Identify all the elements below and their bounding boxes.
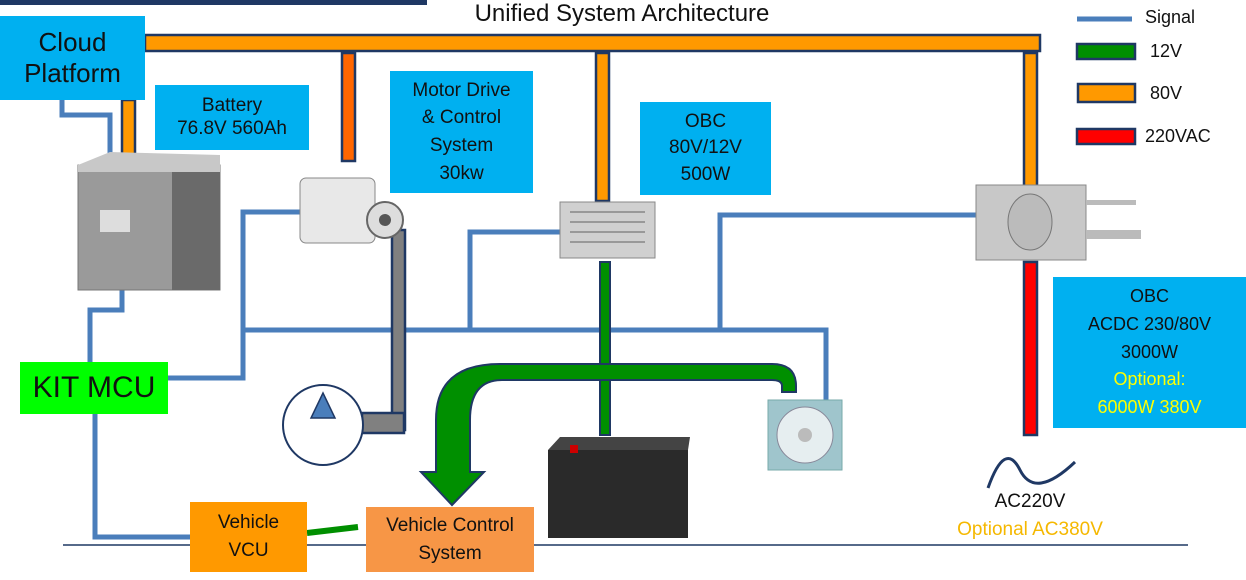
signal-lines (59, 100, 976, 540)
diagram-title: Unified System Architecture (474, 0, 770, 27)
ac380v-optional-label: Optional AC380V (957, 519, 1103, 540)
obc-500w-box: OBC 80V/12V 500W (640, 102, 771, 195)
cooling-fan-image (767, 399, 843, 471)
box-line: 30kw (439, 162, 484, 184)
ac-sine-icon (986, 457, 1077, 489)
box-line: & Control (421, 107, 502, 129)
obc-500w-image (559, 201, 656, 259)
box-line: VCU (228, 540, 269, 561)
80v-bus (120, 33, 1042, 203)
box-line: 3000W (1120, 341, 1179, 362)
box-line: Vehicle (217, 511, 280, 533)
box-line: 76.8V 560Ah (177, 117, 287, 139)
legend-12v: 12V (1150, 41, 1183, 61)
box-line: System (429, 135, 494, 156)
box-line: KIT MCU (32, 371, 156, 405)
legend-220vac: 220VAC (1145, 126, 1211, 146)
box-line: OBC (1129, 285, 1169, 306)
legend-signal: Signal (1145, 7, 1196, 27)
12v-lines (306, 261, 797, 536)
pump-icon (282, 384, 364, 466)
box-line: System (418, 542, 482, 564)
12v-battery-image (548, 437, 690, 538)
box-line: ACDC 230/80V (1087, 313, 1212, 334)
obc-3000w-image (975, 184, 1141, 261)
optional-line: Optional: (1113, 369, 1186, 390)
motor-image (299, 177, 404, 244)
legend-80v: 80V (1150, 83, 1183, 103)
obc-3000w-box: OBC ACDC 230/80V 3000W Optional: 6000W 380V (1053, 277, 1246, 428)
battery-pack-image (77, 152, 221, 291)
box-line: Vehicle Control (386, 514, 514, 536)
box-line: 500W (680, 163, 731, 185)
box-line: OBC (684, 110, 727, 132)
optional-line: 6000W 380V (1097, 397, 1202, 418)
kit-mcu-box: KIT MCU (20, 362, 168, 414)
box-line: Battery (201, 95, 263, 117)
box-line: 80V/12V (669, 137, 742, 159)
220vac-line (1022, 260, 1039, 437)
header-bar (0, 0, 427, 5)
legend-swatches (1075, 16, 1137, 146)
ac220v-label: AC220V (994, 491, 1066, 512)
box-line: Platform (24, 58, 121, 88)
box-line: Motor Drive (412, 79, 511, 101)
box-line: Cloud (38, 27, 107, 58)
